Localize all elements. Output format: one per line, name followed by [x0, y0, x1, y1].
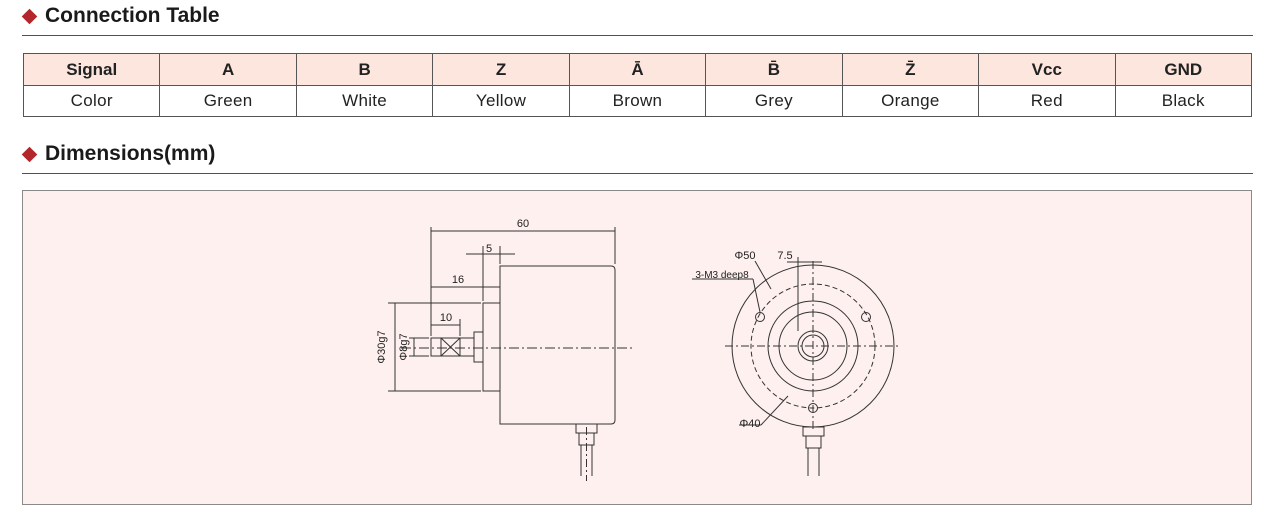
dim-hole-offset: 7.5 — [777, 250, 792, 262]
header-cell-b: B — [295, 53, 434, 86]
table-header-row: Signal A B Z Ā B̄ Z̄ Vcc GND — [22, 53, 1252, 86]
dimensions-title: Dimensions(mm) — [45, 142, 216, 165]
header-cell-a: A — [159, 53, 297, 86]
dim-outer-diameter: Φ50 — [734, 250, 755, 262]
dim-spigot-diameter: Φ30g7 — [376, 330, 388, 363]
dim-shaft-flat: 10 — [440, 312, 452, 324]
value-cell-brown: Brown — [568, 85, 707, 117]
connection-table-title: Connection Table — [45, 4, 220, 27]
dimensions-heading: Dimensions(mm) — [21, 142, 216, 166]
dim-shaft-diameter: Φ8g7 — [398, 333, 410, 360]
connection-table: Signal A B Z Ā B̄ Z̄ Vcc GND Color Green… — [22, 53, 1252, 117]
value-cell-red: Red — [978, 85, 1116, 117]
value-cell-green: Green — [159, 85, 297, 117]
dimension-drawing: 60 5 16 10 Φ30g7 Φ8g7 Φ50 7.5 3-M3 deep8… — [376, 218, 901, 481]
encoder-front-view — [692, 257, 901, 476]
dim-bolt-circle: Φ40 — [739, 418, 760, 430]
connection-table-rule — [22, 35, 1253, 36]
value-cell-black: Black — [1114, 85, 1252, 117]
value-cell-grey: Grey — [705, 85, 843, 117]
value-cell-yellow: Yellow — [432, 85, 570, 117]
header-cell-a-bar: Ā — [568, 53, 707, 86]
dimensions-rule — [22, 173, 1253, 174]
header-cell-z: Z — [432, 53, 570, 86]
encoder-side-view — [388, 227, 635, 481]
header-cell-vcc: Vcc — [978, 53, 1116, 86]
header-cell-signal: Signal — [22, 53, 161, 86]
diamond-bullet-icon — [21, 8, 38, 24]
value-cell-color-label: Color — [22, 85, 161, 117]
header-cell-b-bar: B̄ — [705, 53, 843, 86]
table-row: Color Green White Yellow Brown Grey Oran… — [22, 85, 1252, 117]
header-cell-gnd: GND — [1114, 53, 1252, 86]
value-cell-white: White — [295, 85, 434, 117]
dimension-drawing-panel: 60 5 16 10 Φ30g7 Φ8g7 Φ50 7.5 3-M3 deep8… — [22, 190, 1252, 505]
dim-shaft-to-body: 16 — [452, 274, 464, 286]
header-cell-z-bar: Z̄ — [841, 53, 980, 86]
diamond-bullet-icon — [21, 146, 38, 162]
dim-mounting-holes: 3-M3 deep8 — [695, 270, 749, 281]
connection-table-heading: Connection Table — [21, 4, 220, 28]
dim-flange-offset: 5 — [486, 243, 492, 255]
value-cell-orange: Orange — [841, 85, 980, 117]
dim-overall-length: 60 — [517, 218, 529, 230]
